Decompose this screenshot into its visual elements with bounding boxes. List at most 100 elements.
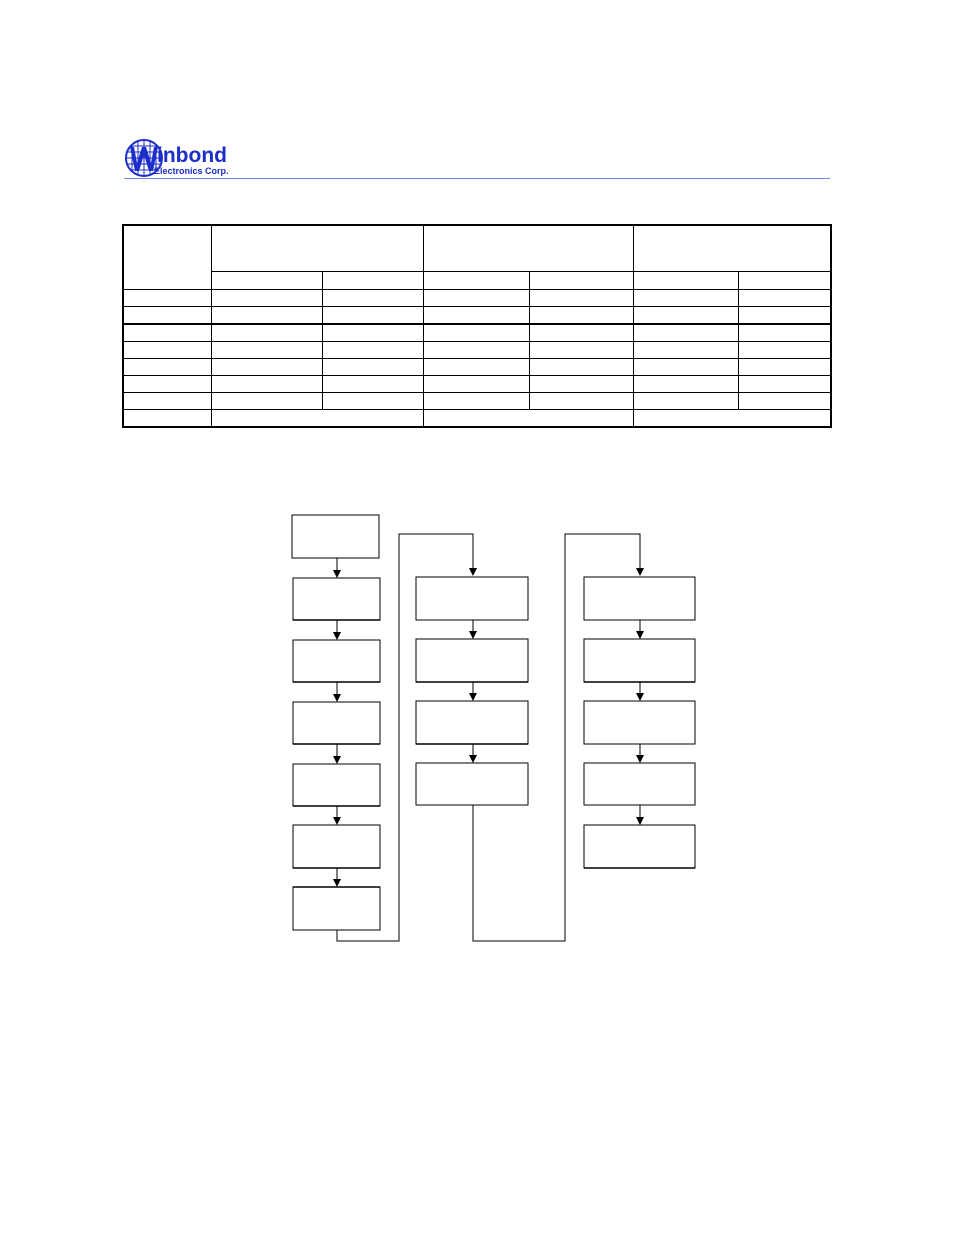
table-cell [422, 341, 530, 359]
table-cell [422, 271, 530, 290]
table-group-header-3 [632, 224, 832, 272]
table-cell [122, 341, 212, 359]
table-corner-cell [122, 224, 212, 290]
table-cell [422, 306, 530, 325]
flow-connector [472, 533, 644, 942]
table-cell [528, 306, 634, 325]
table-group-header-1 [210, 224, 424, 272]
table-cell [737, 341, 832, 359]
table-cell [528, 392, 634, 410]
table-cell [737, 271, 832, 290]
table-cell [528, 289, 634, 307]
flow-step-box [583, 638, 696, 683]
table-row [122, 323, 832, 342]
table-cell [210, 271, 323, 290]
table-cell [422, 392, 530, 410]
table-cell [737, 289, 832, 307]
table-cell [528, 323, 634, 342]
flow-step-box [583, 762, 696, 806]
table-cell [210, 392, 323, 410]
flow-step-box [291, 514, 380, 559]
flow-step-box [583, 576, 696, 621]
table-cell [210, 289, 323, 307]
table-cell [321, 392, 424, 410]
flow-connector [336, 533, 477, 942]
table-cell [528, 341, 634, 359]
table-cell [528, 271, 634, 290]
table-cell [632, 271, 739, 290]
table-row [122, 306, 832, 325]
table-cell [321, 289, 424, 307]
globe-icon [125, 139, 163, 177]
table-cell [737, 375, 832, 393]
flow-step-box [415, 762, 529, 806]
flow-step-box [583, 824, 696, 869]
brand-name: inbond [157, 144, 227, 167]
table-row [122, 358, 832, 376]
table-cell [632, 375, 739, 393]
flow-step-box [415, 700, 529, 745]
flow-step-box [292, 824, 381, 869]
table-cell [321, 306, 424, 325]
flow-column-3 [583, 576, 696, 869]
table-cell [528, 375, 634, 393]
table-row [122, 392, 832, 410]
table-cell [210, 341, 323, 359]
table-cell [321, 323, 424, 342]
table-cell [632, 409, 832, 428]
table-cell [422, 375, 530, 393]
brand-subtitle: Electronics Corp. [154, 166, 229, 176]
flow-step-box [583, 700, 696, 745]
table-cell [122, 358, 212, 376]
flow-step-box [292, 577, 381, 621]
table-cell [737, 323, 832, 342]
table-cell [632, 323, 739, 342]
table-cell [737, 306, 832, 325]
table-cell [122, 323, 212, 342]
table-cell [210, 375, 323, 393]
table-cell [210, 306, 323, 325]
table-row [122, 409, 832, 428]
flow-step-box [292, 701, 381, 745]
flow-step-box [292, 639, 381, 683]
flow-step-box [415, 638, 529, 683]
table-cell [210, 323, 323, 342]
table-row [122, 289, 832, 307]
spec-table [122, 224, 832, 428]
table-cell [737, 392, 832, 410]
table-cell [422, 409, 634, 428]
table-cell [632, 289, 739, 307]
table-cell [122, 409, 212, 428]
table-cell [422, 358, 530, 376]
header-divider [124, 178, 830, 179]
winbond-logo: inbond Electronics Corp. [124, 137, 254, 179]
table-row [122, 375, 832, 393]
table-cell [737, 358, 832, 376]
table-cell [122, 375, 212, 393]
table-cell [528, 358, 634, 376]
flow-column-1 [291, 514, 381, 931]
table-cell [210, 358, 323, 376]
table-cell [122, 392, 212, 410]
table-cell [422, 289, 530, 307]
flow-step-box [292, 886, 381, 931]
table-cell [321, 341, 424, 359]
table-cell [321, 271, 424, 290]
table-group-header-2 [422, 224, 634, 272]
flow-step-box [292, 763, 381, 807]
table-subheader-row [123, 271, 832, 290]
table-cell [210, 409, 424, 428]
flow-column-2 [415, 576, 529, 806]
table-cell [632, 392, 739, 410]
table-cell [122, 289, 212, 307]
table-cell [321, 375, 424, 393]
table-cell [122, 306, 212, 325]
table-header-row [122, 224, 832, 290]
table-cell [632, 358, 739, 376]
table-cell [632, 341, 739, 359]
table-cell [321, 358, 424, 376]
flow-step-box [415, 576, 529, 621]
table-cell [422, 323, 530, 342]
table-cell [632, 306, 739, 325]
